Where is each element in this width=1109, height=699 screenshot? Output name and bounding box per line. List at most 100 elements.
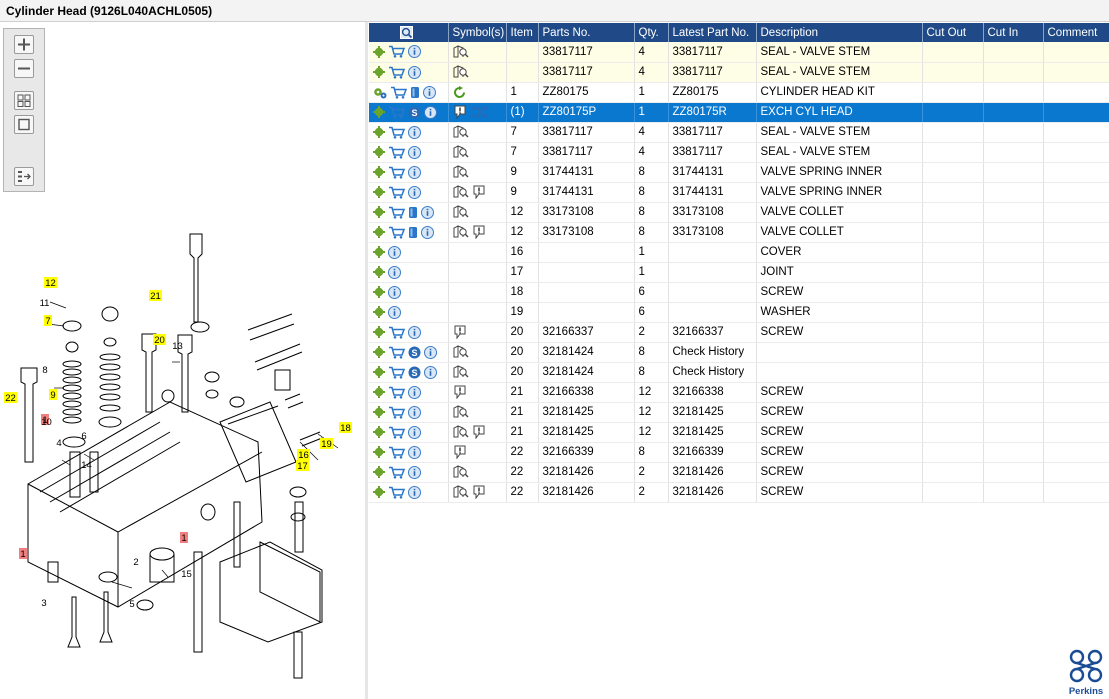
column-header-cut-in[interactable]: Cut In	[983, 23, 1044, 42]
row-symbols[interactable]	[448, 362, 507, 383]
cut-out-cell[interactable]	[922, 62, 984, 83]
description-cell[interactable]	[756, 342, 923, 363]
column-header-latest-part-no[interactable]: Latest Part No.	[668, 23, 757, 42]
cut-out-cell[interactable]	[922, 202, 984, 223]
cut-out-cell[interactable]	[922, 302, 984, 323]
comment-cell[interactable]	[1043, 142, 1109, 163]
latest-part-no-cell[interactable]: Check History	[668, 342, 757, 363]
row-symbols[interactable]	[448, 242, 507, 263]
description-cell[interactable]	[756, 362, 923, 383]
row-actions[interactable]	[369, 142, 449, 163]
fit-page-button[interactable]	[14, 91, 34, 110]
cut-out-cell[interactable]	[922, 342, 984, 363]
description-cell[interactable]: VALVE SPRING INNER	[756, 182, 923, 203]
column-header-description[interactable]: Description	[756, 23, 923, 42]
comment-cell[interactable]	[1043, 442, 1109, 463]
parts-no-cell[interactable]: 33173108	[538, 222, 635, 243]
plain-callout-label[interactable]: 13	[172, 341, 183, 352]
cut-in-cell[interactable]	[983, 462, 1044, 483]
latest-part-no-cell[interactable]: 33173108	[668, 202, 757, 223]
latest-part-no-cell[interactable]	[668, 262, 757, 283]
parts-no-cell[interactable]	[538, 302, 635, 323]
row-symbols[interactable]	[448, 262, 507, 283]
parts-no-cell[interactable]: 33817117	[538, 42, 635, 63]
latest-part-no-cell[interactable]: 33817117	[668, 122, 757, 143]
description-cell[interactable]: SCREW	[756, 422, 923, 443]
plain-callout-label[interactable]: 4	[56, 438, 61, 449]
qty-cell[interactable]: 1	[634, 102, 669, 123]
row-symbols[interactable]	[448, 162, 507, 183]
row-actions[interactable]	[369, 442, 449, 463]
qty-cell[interactable]: 8	[634, 442, 669, 463]
description-cell[interactable]: SCREW	[756, 282, 923, 303]
item-cell[interactable]: 21	[506, 422, 539, 443]
qty-cell[interactable]: 8	[634, 202, 669, 223]
parts-no-cell[interactable]: 31744131	[538, 162, 635, 183]
qty-cell[interactable]: 4	[634, 122, 669, 143]
plain-callout-label[interactable]: 8	[42, 365, 47, 376]
latest-part-no-cell[interactable]: 33173108	[668, 222, 757, 243]
cut-out-cell[interactable]	[922, 122, 984, 143]
column-header-parts-no[interactable]: Parts No.	[538, 23, 635, 42]
cut-in-cell[interactable]	[983, 362, 1044, 383]
cut-in-cell[interactable]	[983, 322, 1044, 343]
cut-out-cell[interactable]	[922, 462, 984, 483]
item-cell[interactable]: 7	[506, 122, 539, 143]
item-cell[interactable]: 21	[506, 382, 539, 403]
row-symbols[interactable]	[448, 62, 507, 83]
cut-in-cell[interactable]	[983, 262, 1044, 283]
item-cell[interactable]: 20	[506, 362, 539, 383]
red-callout-label[interactable]: 1	[181, 533, 186, 544]
description-cell[interactable]: JOINT	[756, 262, 923, 283]
red-callout-label[interactable]: 1	[20, 549, 25, 560]
qty-cell[interactable]: 2	[634, 462, 669, 483]
zoom-in-button[interactable]	[14, 35, 34, 54]
qty-cell[interactable]: 12	[634, 402, 669, 423]
row-symbols[interactable]	[448, 282, 507, 303]
cut-out-cell[interactable]	[922, 182, 984, 203]
item-cell[interactable]: 12	[506, 222, 539, 243]
latest-part-no-cell[interactable]	[668, 302, 757, 323]
item-cell[interactable]: 9	[506, 162, 539, 183]
plain-callout-label[interactable]: 11	[40, 298, 50, 309]
comment-cell[interactable]	[1043, 402, 1109, 423]
cut-in-cell[interactable]	[983, 42, 1044, 63]
cut-in-cell[interactable]	[983, 122, 1044, 143]
cut-in-cell[interactable]	[983, 142, 1044, 163]
latest-part-no-cell[interactable]: 31744131	[668, 182, 757, 203]
row-symbols[interactable]	[448, 202, 507, 223]
description-cell[interactable]: SEAL - VALVE STEM	[756, 122, 923, 143]
qty-cell[interactable]: 6	[634, 282, 669, 303]
plain-callout-label[interactable]: 2	[133, 557, 138, 568]
comment-cell[interactable]	[1043, 382, 1109, 403]
item-cell[interactable]: 9	[506, 182, 539, 203]
description-cell[interactable]: EXCH CYL HEAD	[756, 102, 923, 123]
item-cell[interactable]: 21	[506, 402, 539, 423]
plain-callout-label[interactable]: 15	[181, 569, 192, 580]
actual-size-button[interactable]	[14, 115, 34, 134]
row-symbols[interactable]	[448, 482, 507, 503]
cut-out-cell[interactable]	[922, 262, 984, 283]
row-actions[interactable]	[369, 82, 449, 103]
cut-out-cell[interactable]	[922, 222, 984, 243]
yellow-callout-label[interactable]: 17	[297, 461, 308, 472]
item-cell[interactable]: 7	[506, 142, 539, 163]
cut-in-cell[interactable]	[983, 202, 1044, 223]
yellow-callout-label[interactable]: 19	[321, 439, 332, 450]
cut-out-cell[interactable]	[922, 82, 984, 103]
latest-part-no-cell[interactable]: 32166339	[668, 442, 757, 463]
cut-out-cell[interactable]	[922, 362, 984, 383]
row-actions[interactable]: S	[369, 342, 449, 363]
latest-part-no-cell[interactable]: 32181425	[668, 402, 757, 423]
latest-part-no-cell[interactable]: 32181425	[668, 422, 757, 443]
cut-in-cell[interactable]	[983, 242, 1044, 263]
latest-part-no-cell[interactable]: 33817117	[668, 142, 757, 163]
item-cell[interactable]: (1)	[506, 102, 539, 123]
latest-part-no-cell[interactable]: 33817117	[668, 62, 757, 83]
